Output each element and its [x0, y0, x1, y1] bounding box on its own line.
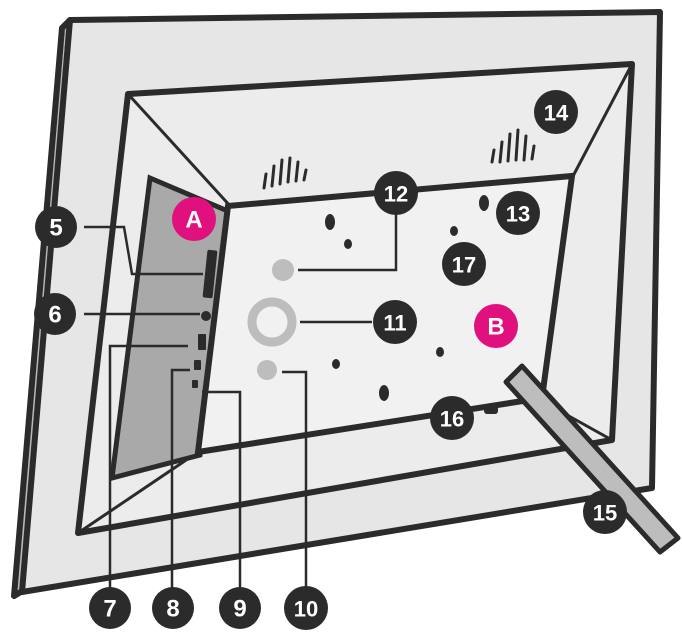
callout-5-label: 5 [49, 215, 62, 242]
menu-button [272, 259, 294, 281]
marker-a-label: A [185, 207, 202, 234]
keyhole [332, 359, 340, 369]
callout-17-label: 17 [452, 253, 476, 278]
keyhole [344, 239, 352, 249]
keyhole [325, 214, 335, 230]
callout-13-label: 13 [506, 202, 530, 227]
power-port [194, 360, 201, 370]
usb-port [198, 334, 206, 350]
corner-line [570, 63, 634, 179]
callout-8-label: 8 [166, 596, 179, 623]
sd-card-slot [202, 249, 218, 299]
leader-line-8 [170, 368, 190, 588]
callout-15: 15 [583, 490, 627, 534]
callout-8: 8 [152, 587, 194, 629]
audio-jack [201, 311, 211, 321]
marker-b-label: B [487, 314, 504, 341]
leader-line-9 [202, 390, 242, 588]
callout-17: 17 [442, 242, 486, 286]
speaker-grille-right [490, 128, 536, 164]
stand-slot [484, 406, 498, 414]
callout-10-label: 10 [294, 597, 318, 622]
corner-line [77, 450, 199, 535]
callout-12-label: 12 [384, 182, 408, 207]
callout-7: 7 [89, 587, 131, 629]
callout-16-label: 16 [440, 407, 464, 432]
leader-line-10 [282, 370, 308, 588]
keyhole [450, 226, 458, 236]
keyhole [379, 385, 389, 401]
marker-a-circle [172, 197, 216, 241]
wall-mount-holes [325, 195, 498, 414]
leader-lines [84, 212, 398, 588]
corner-line [126, 92, 234, 210]
callout-9-label: 9 [233, 596, 246, 623]
marker-b: B [474, 304, 518, 348]
callout-7-label: 7 [103, 596, 116, 623]
side-ports [192, 249, 218, 388]
leader-line-7 [108, 344, 188, 588]
callout-14: 14 [534, 90, 578, 134]
callout-9: 9 [219, 587, 261, 629]
callout-5: 5 [35, 206, 77, 248]
callout-13: 13 [496, 191, 540, 235]
callout-15-label: 15 [593, 501, 617, 526]
callout-16: 16 [430, 396, 474, 440]
keyhole [436, 347, 444, 357]
leader-line-5 [84, 225, 203, 276]
marker-b-circle [474, 304, 518, 348]
callout-11-label: 11 [383, 311, 406, 336]
reset-port [192, 380, 198, 388]
callout-6-label: 6 [48, 302, 61, 329]
marker-a: A [172, 197, 216, 241]
callout-6: 6 [34, 293, 76, 335]
leader-line-12 [298, 212, 398, 272]
speaker-grille-left [262, 156, 308, 190]
keyhole [479, 195, 489, 211]
callout-11: 11 [373, 300, 417, 344]
callout-10: 10 [284, 586, 328, 630]
navigation-ring [247, 297, 297, 347]
power-button [257, 360, 277, 380]
callout-14-label: 14 [544, 101, 569, 126]
callout-12: 12 [374, 171, 418, 215]
